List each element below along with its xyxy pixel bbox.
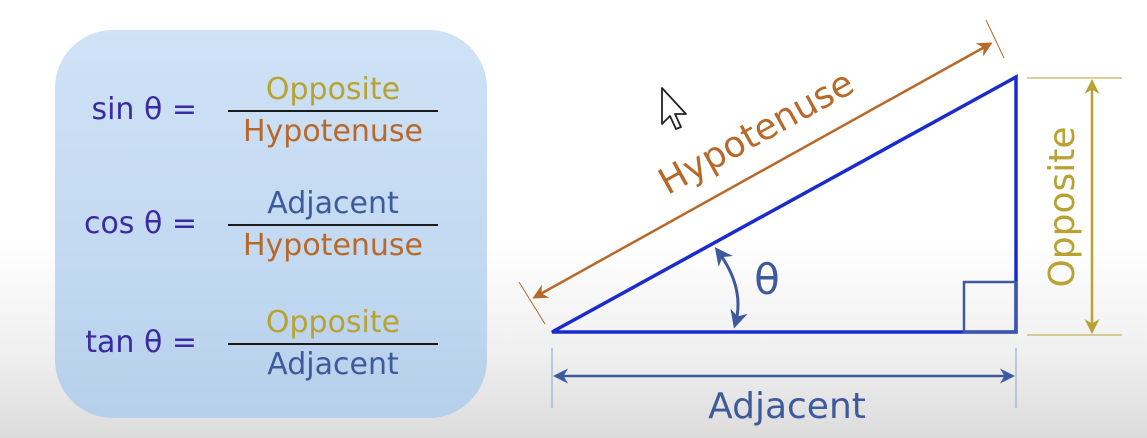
tangent-formula: tan θ = Opposite Adjacent [55,303,487,383]
sine-formula: sin θ = Opposite Hypotenuse [55,70,487,150]
tangent-fraction: Opposite Adjacent [228,303,438,383]
tangent-numerator: Opposite [265,305,401,340]
tangent-denominator: Adjacent [267,347,399,382]
hypotenuse-tick [518,281,546,325]
cosine-numerator: Adjacent [267,186,399,221]
opposite-label: Opposite [1042,126,1083,287]
cosine-fraction: Adjacent Hypotenuse [228,184,438,264]
fraction-bar [228,224,438,226]
sine-denominator: Hypotenuse [242,114,424,149]
opposite-dimension: Opposite [1027,77,1122,336]
right-triangle [551,74,1018,334]
mouse-pointer-icon [661,87,687,130]
right-angle-marker [962,280,1018,334]
formula-panel: sin θ = Opposite Hypotenuse cos θ = Adja… [55,30,487,418]
hypotenuse-arrow [532,42,993,299]
sine-label: sin θ = [91,92,197,127]
adjacent-dimension: Adjacent [551,348,1017,427]
sine-fraction: Opposite Hypotenuse [228,70,438,150]
cosine-denominator: Hypotenuse [242,228,424,263]
hypotenuse-tick [985,19,1005,59]
fraction-bar [228,343,438,345]
fraction-bar [228,110,438,112]
cosine-formula: cos θ = Adjacent Hypotenuse [55,184,487,264]
sine-numerator: Opposite [265,72,401,107]
tangent-label: tan θ = [85,325,197,360]
cosine-label: cos θ = [83,206,197,241]
theta-label: θ [754,255,780,304]
angle-arc-arrow [714,247,748,329]
adjacent-label: Adjacent [708,386,866,427]
